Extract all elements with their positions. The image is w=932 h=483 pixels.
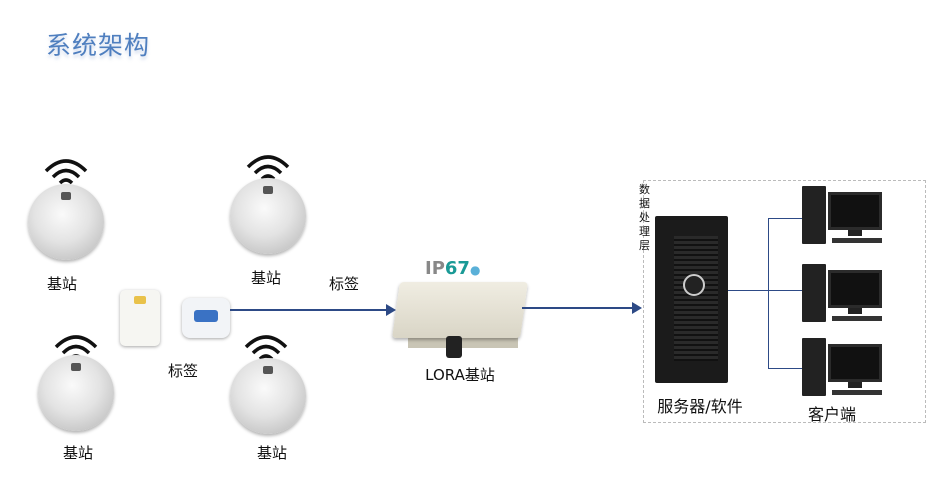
wifi-icon (246, 155, 290, 181)
base-station-device (38, 355, 114, 431)
wifi-icon (44, 159, 88, 185)
client-computer (802, 338, 892, 400)
lora-label: LORA基站 (425, 366, 495, 384)
wifi-icon (244, 335, 288, 361)
base-station-device (230, 178, 306, 254)
connector-line (768, 290, 802, 291)
ip67-badge: IP67● (425, 258, 481, 279)
antenna-connector (446, 336, 462, 358)
server-grill (674, 236, 718, 361)
base-station-device (28, 184, 104, 260)
data-layer-label: 数据处理层 (639, 183, 650, 252)
tag-card-device (120, 290, 160, 346)
lora-gateway-device (392, 282, 528, 338)
arrow-head-icon (386, 304, 396, 316)
client-computer (802, 186, 892, 248)
connector-line (768, 218, 769, 369)
tag-arrow-label: 标签 (328, 275, 360, 293)
client-computer (802, 264, 892, 326)
connector-line (728, 290, 768, 291)
station-label: 基站 (250, 269, 282, 287)
server-logo (683, 274, 705, 296)
connector-line (768, 368, 802, 369)
station-label: 基站 (46, 275, 78, 293)
server-label: 服务器/软件 (657, 397, 743, 416)
arrow-head-icon (632, 302, 642, 314)
station-label: 基站 (62, 444, 94, 462)
connector-line (768, 218, 802, 219)
tag-device (182, 298, 230, 338)
tag-label: 标签 (167, 362, 199, 380)
station-label: 基站 (256, 444, 288, 462)
arrow-line (230, 309, 390, 311)
page-title: 系统架构 (46, 31, 151, 60)
data-processing-layer-box (643, 180, 926, 423)
base-station-device (230, 358, 306, 434)
client-label: 客户端 (807, 405, 857, 424)
arrow-line (522, 307, 634, 309)
